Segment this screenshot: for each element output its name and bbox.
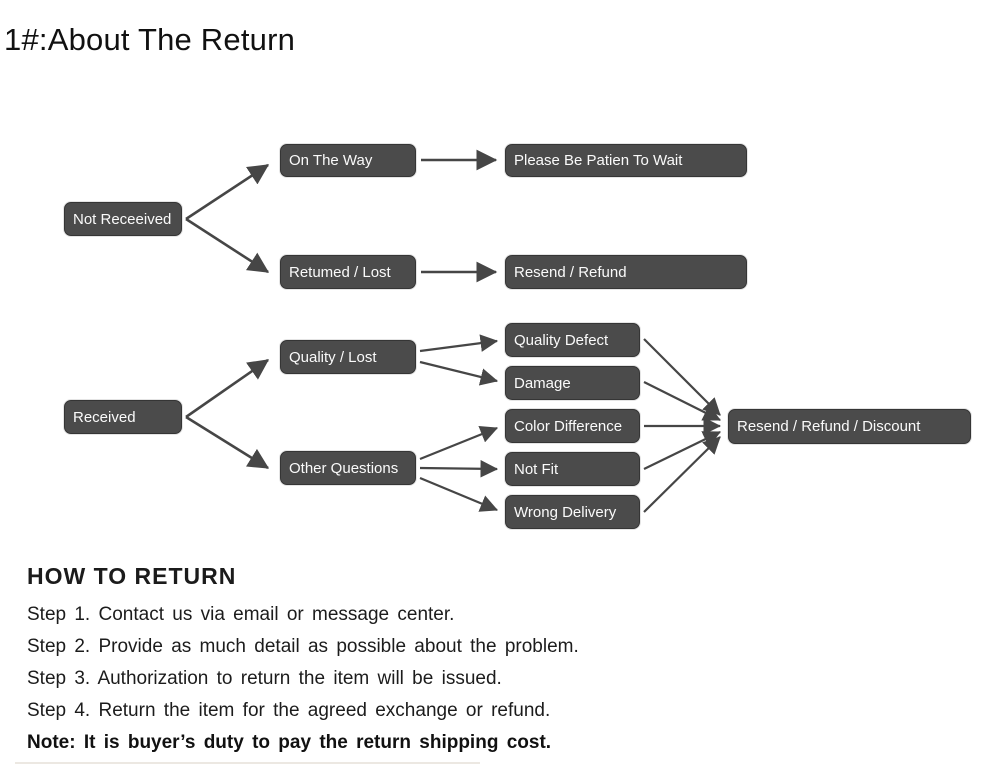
how-to-return-section: HOW TO RETURN Step 1. Contact us via ema… [27,563,977,759]
flow-node-resend-refund: Resend / Refund [505,255,747,289]
return-note: Note: It is buyer’s duty to pay the retu… [27,732,552,753]
how-to-return-heading: HOW TO RETURN [27,563,237,589]
bottom-divider [15,762,480,764]
flow-node-color-difference: Color Difference [505,409,640,443]
return-step-2: Step 2. Provide as much detail as possib… [27,636,579,657]
return-step-3: Step 3. Authorization to return the item… [27,668,502,689]
flow-node-not-fit: Not Fit [505,452,640,486]
flow-node-on-the-way: On The Way [280,144,416,177]
return-step-1: Step 1. Contact us via email or message … [27,604,455,625]
flow-node-quality-defect: Quality Defect [505,323,640,357]
flow-node-received: Received [64,400,182,434]
flow-node-not-received: Not Receeived [64,202,182,236]
flow-node-returned-lost: Retumed / Lost [280,255,416,289]
flow-node-be-patient: Please Be Patien To Wait [505,144,747,177]
flow-node-damage: Damage [505,366,640,400]
flow-arrows [185,149,722,513]
page-title: 1#:About The Return [4,22,296,57]
flow-node-resend-refund-discount: Resend / Refund / Discount [728,409,971,444]
return-step-4: Step 4. Return the item for the agreed e… [27,700,551,721]
flow-node-quality-lost: Quality / Lost [280,340,416,374]
flow-node-other-questions: Other Questions [280,451,416,485]
flow-node-wrong-delivery: Wrong Delivery [505,495,640,529]
